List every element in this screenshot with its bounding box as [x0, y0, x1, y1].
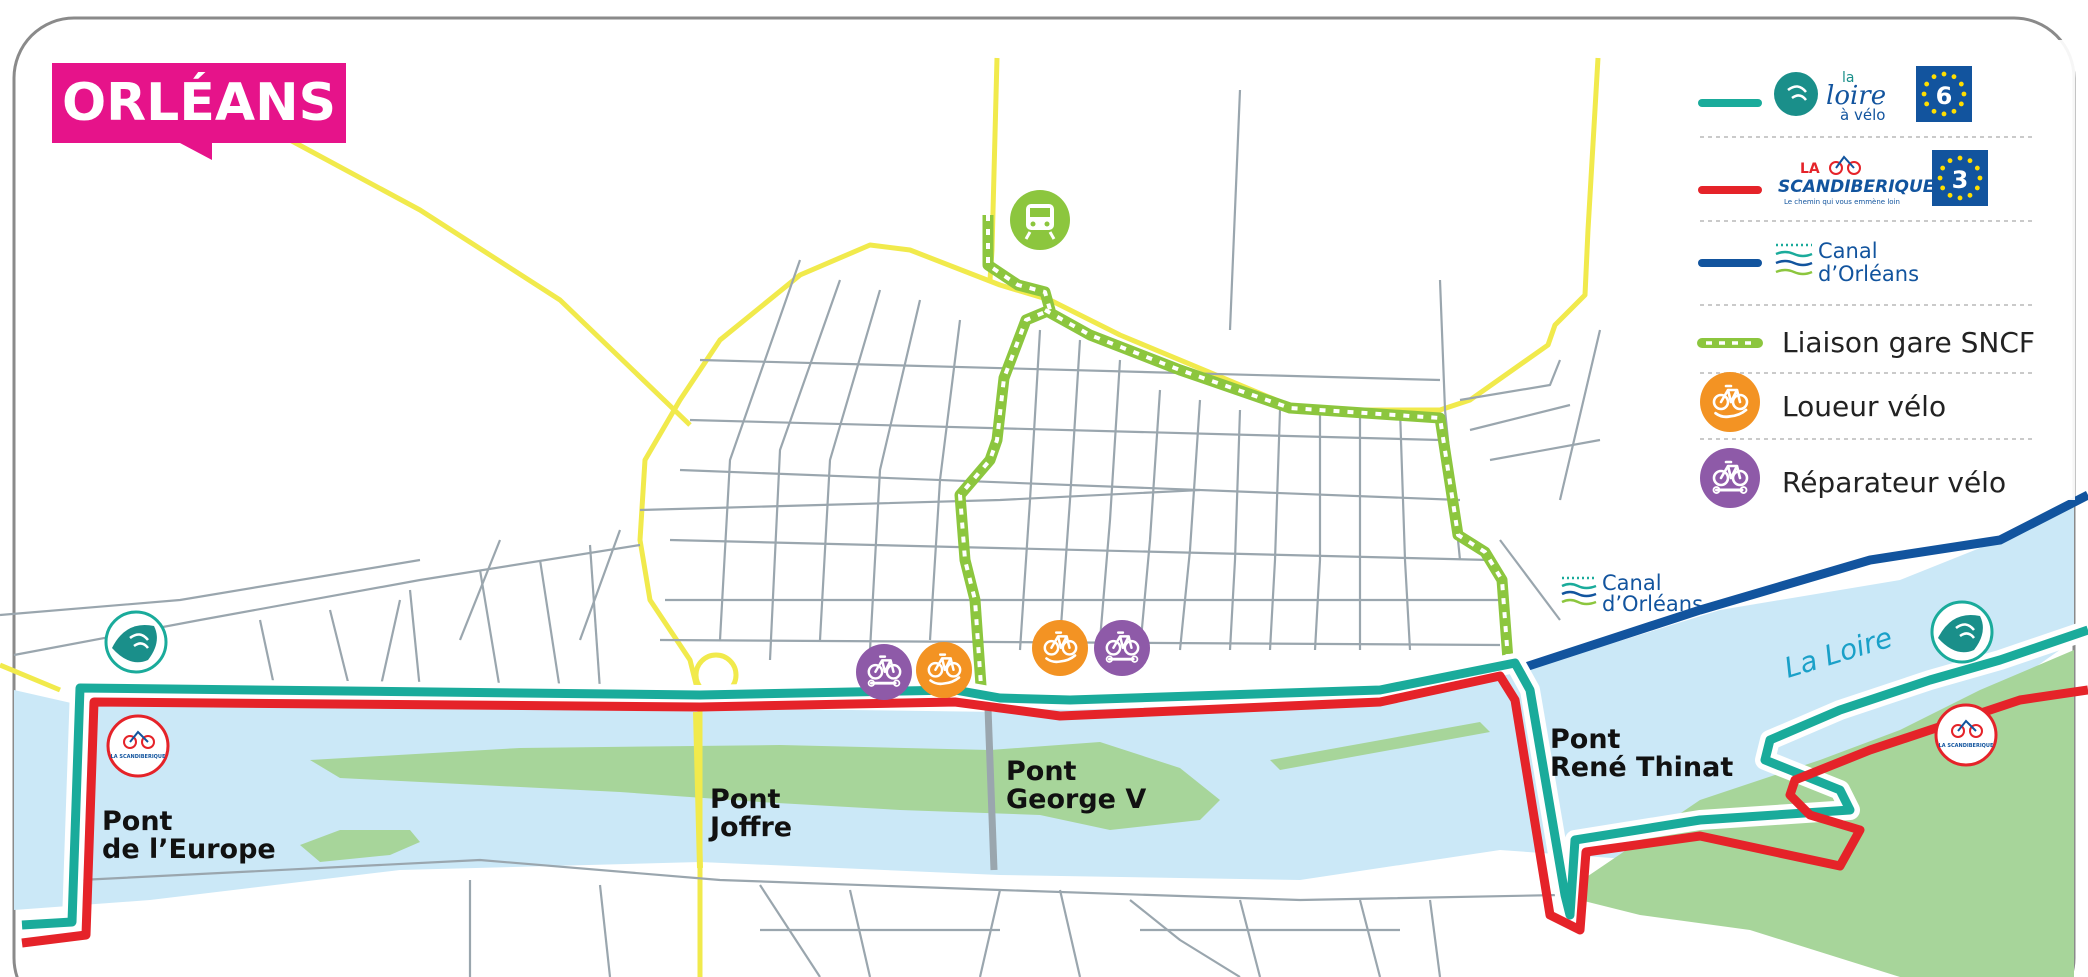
loire-a-velo-logo-icon	[1930, 600, 1994, 664]
eurovelo-3-icon: 3	[1932, 150, 1988, 206]
bike-repair-icon[interactable]	[1094, 620, 1150, 676]
scandiberique-route	[21, 671, 2088, 948]
title-box	[52, 63, 346, 143]
legend-sncf-label: Liaison gare SNCF	[1782, 326, 2035, 359]
legend-reparateur-label: Réparateur vélo	[1782, 466, 2006, 499]
bike-repair-icon[interactable]	[856, 644, 912, 700]
canal-map-line2: d’Orléans	[1602, 592, 1703, 616]
legend-row-loueur: Loueur vélo	[1700, 372, 2036, 440]
pont-george-v-structure	[984, 707, 998, 871]
scandi-badge-text: LA SCANDIBERIQUE	[111, 754, 166, 760]
island-sliver	[1270, 722, 1490, 770]
bike-repair-icon	[1700, 448, 1760, 508]
bridge-europe-line2: de l’Europe	[102, 834, 276, 865]
loire-a-velo-logo-icon	[104, 610, 168, 674]
bike-rental-icon[interactable]	[1032, 620, 1088, 676]
legend: la loire à vélo 6 LA SCANDIBERIQUE Le ch…	[1690, 40, 2075, 508]
scandi-badge-text: LA SCANDIBERIQUE	[1939, 743, 1994, 749]
pont-joffre-structure	[693, 711, 703, 869]
legend-loire-small: la	[1842, 70, 1854, 86]
eurovelo-6-number: 6	[1936, 82, 1953, 110]
scandiberique-logo-icon: LA SCANDIBERIQUE	[1934, 703, 1998, 767]
train-icon[interactable]	[1010, 190, 1070, 250]
eurovelo-6-icon: 6	[1916, 66, 1972, 122]
eurovelo-3-number: 3	[1952, 166, 1969, 194]
loire-a-velo-logo-icon	[1774, 72, 1818, 116]
bridge-rene-line2: René Thinat	[1550, 752, 1733, 783]
island-small	[300, 830, 420, 862]
scandiberique-logo-icon: LA SCANDIBERIQUE	[106, 714, 170, 778]
legend-row-sncf: Liaison gare SNCF	[1697, 326, 2036, 374]
bridge-label-rene: Pont René Thinat	[1550, 724, 1733, 783]
legend-canal-line1: Canal	[1818, 239, 1878, 263]
title-pointer	[180, 143, 212, 160]
canal-route	[1508, 490, 2088, 677]
legend-scandi-small: LA	[1800, 161, 1820, 177]
bridge-label-george: Pont George V	[1006, 756, 1146, 815]
legend-row-scandiberique: LA SCANDIBERIQUE Le chemin qui vous emmè…	[1698, 150, 2036, 222]
bridge-rene-line1: Pont	[1550, 724, 1621, 755]
legend-row-reparateur: Réparateur vélo	[1700, 448, 2006, 508]
page-title: ORLÉANS	[62, 72, 336, 133]
sncf-link-dots	[958, 215, 1510, 701]
legend-loire-sub: à vélo	[1840, 106, 1885, 124]
canal-map-label: Canal d’Orléans	[1561, 571, 1703, 616]
legend-loire-main: loire	[1826, 81, 1886, 111]
bike-rental-icon[interactable]	[916, 642, 972, 698]
bridge-joffre-line1: Pont	[710, 784, 781, 815]
bridge-europe-line1: Pont	[102, 806, 173, 837]
legend-scandi-main: SCANDIBERIQUE	[1778, 177, 1935, 197]
bridge-joffre-line2: Joffre	[708, 812, 792, 843]
city-title: ORLÉANS	[52, 63, 346, 160]
bridge-label-joffre: Pont Joffre	[708, 784, 792, 843]
legend-background	[1690, 40, 2075, 500]
bridge-george-line1: Pont	[1006, 756, 1077, 787]
legend-row-canal: Canal d’Orléans	[1698, 239, 2036, 306]
legend-canal-line2: d’Orléans	[1818, 262, 1919, 286]
legend-row-loire: la loire à vélo 6	[1698, 66, 2036, 138]
canal-map-line1: Canal	[1602, 571, 1662, 595]
legend-loueur-label: Loueur vélo	[1782, 390, 1946, 423]
bridge-george-line2: George V	[1006, 784, 1146, 815]
canal-waves-icon	[1775, 243, 1813, 276]
legend-scandi-tagline: Le chemin qui vous emmène loin	[1784, 198, 1900, 206]
scandiberique-bike-icon	[1829, 155, 1861, 175]
canal-waves-icon	[1561, 576, 1597, 606]
bike-rental-icon	[1700, 372, 1760, 432]
bridge-label-europe: Pont de l’Europe	[102, 806, 276, 865]
